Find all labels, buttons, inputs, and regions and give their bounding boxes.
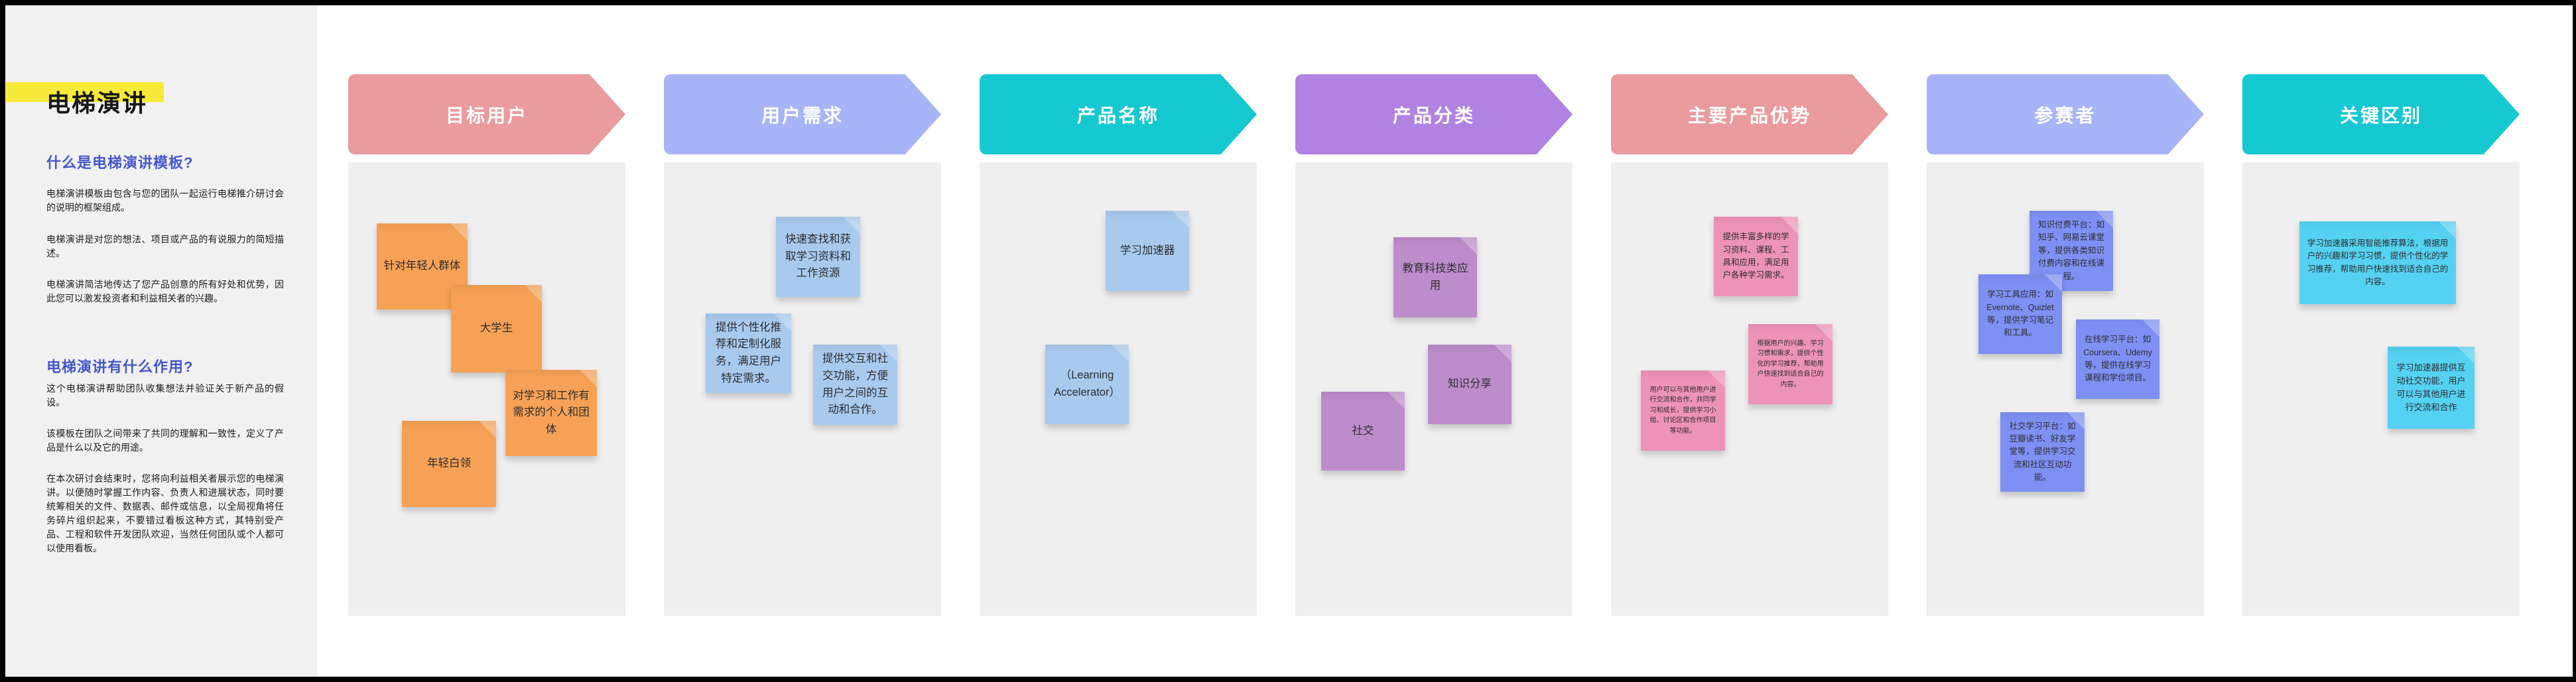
sticky-note-text: 提供交互和社交功能，方便用户之间的互动和合作。 bbox=[822, 353, 888, 416]
column-header-arrow[interactable]: 产品分类 bbox=[1295, 74, 1573, 154]
sticky-note[interactable]: 用户可以与其他用户进行交流和合作，共同学习和成长，提供学习小组、讨论区和合作项目… bbox=[1641, 370, 1725, 451]
column-6: 参赛者知识付费平台：如知乎、网易云课堂等，提供各类知识付费内容和在线课程。学习工… bbox=[1927, 74, 2204, 616]
column-header-arrow[interactable]: 主要产品优势 bbox=[1611, 74, 1888, 154]
sidebar-paragraph: 电梯演讲简洁地传达了您产品创意的所有好处和优势，因此您可以激发投资者和利益相关者… bbox=[46, 279, 284, 304]
sidebar-paragraph: 电梯演讲是对您的想法、项目或产品的有说服力的简短描述。 bbox=[46, 234, 284, 258]
sticky-note[interactable]: 在线学习平台：如 Coursera、Udemy 等，提供在线学习课程和学位项目。 bbox=[2076, 319, 2159, 399]
sticky-note[interactable]: 提供个性化推荐和定制化服务，满足用户特定需求。 bbox=[706, 313, 791, 393]
sticky-note-text: 学习加速器提供互动社交功能，用户可以与其他用户进行交流和合作 bbox=[2396, 362, 2466, 413]
sticky-note-text: 在线学习平台：如 Coursera、Udemy 等，提供在线学习课程和学位项目。 bbox=[2083, 335, 2152, 383]
column-header-label: 参赛者 bbox=[2034, 105, 2096, 126]
sticky-note-text: 知识付费平台：如知乎、网易云课堂等，提供各类知识付费内容和在线课程。 bbox=[2037, 220, 2104, 281]
column-header-arrow[interactable]: 目标用户 bbox=[348, 74, 625, 154]
sticky-note-text: 社交学习平台：如豆瓣读书、好友学堂等，提供学习交流和社区互动功能。 bbox=[2009, 421, 2076, 483]
column-header-arrow[interactable]: 参赛者 bbox=[1927, 74, 2204, 154]
sidebar-paragraph: 这个电梯演讲帮助团队收集想法并验证关于新产品的假设。 bbox=[46, 383, 284, 408]
title-highlight bbox=[6, 82, 164, 102]
sticky-note-text: 社交 bbox=[1352, 424, 1374, 437]
sticky-note[interactable]: 提供丰富多样的学习资料、课程、工具和应用，满足用户各种学习需求。 bbox=[1714, 217, 1798, 296]
sticky-note-text: 对学习和工作有需求的个人和团体 bbox=[513, 389, 590, 435]
column-header-arrow[interactable]: 关键区别 bbox=[2242, 74, 2520, 154]
column-1: 目标用户针对年轻人群体大学生对学习和工作有需求的个人和团体年轻白领 bbox=[348, 74, 625, 616]
sticky-note[interactable]: 学习工具应用：如 Evernote、Quizlet 等，提供学习笔记和工具。 bbox=[1978, 274, 2062, 354]
sticky-note[interactable]: 对学习和工作有需求的个人和团体 bbox=[505, 370, 597, 456]
column-header-label: 用户需求 bbox=[761, 105, 844, 126]
sticky-note[interactable]: 教育科技类应用 bbox=[1393, 237, 1477, 317]
sticky-note-text: 根据用户的兴趣、学习习惯和需求，提供个性化的学习推荐，帮助用户快速找到适合自己的… bbox=[1757, 339, 1824, 388]
sticky-note[interactable]: 学习加速器 bbox=[1106, 211, 1189, 291]
sticky-note-text: 针对年轻人群体 bbox=[383, 260, 461, 272]
sidebar: 电梯演讲 什么是电梯演讲模板? 电梯演讲模板由包含与您的团队一起运行电梯推介研讨… bbox=[5, 5, 317, 677]
sticky-note-text: 学习加速器 bbox=[1120, 244, 1175, 256]
column-header-label: 主要产品优势 bbox=[1687, 105, 1811, 126]
column-header-label: 产品分类 bbox=[1392, 105, 1475, 126]
column-3: 产品名称学习加速器 （Learning Accelerator） bbox=[980, 74, 1257, 616]
column-panel[interactable]: 提供丰富多样的学习资料、课程、工具和应用，满足用户各种学习需求。根据用户的兴趣、… bbox=[1611, 162, 1888, 616]
column-header-arrow[interactable]: 用户需求 bbox=[664, 74, 941, 154]
sidebar-paragraph: 该模板在团队之间带来了共同的理解和一致性，定义了产品是什么以及它的用途。 bbox=[46, 428, 284, 453]
column-7: 关键区别学习加速器采用智能推荐算法，根据用户的兴趣和学习习惯，提供个性化的学习推… bbox=[2242, 74, 2520, 616]
sidebar-heading-purpose: 电梯演讲有什么作用? bbox=[46, 359, 194, 376]
column-header-label: 关键区别 bbox=[2339, 105, 2422, 126]
sticky-note[interactable]: （Learning Accelerator） bbox=[1045, 345, 1129, 424]
sticky-note-text: 提供丰富多样的学习资料、课程、工具和应用，满足用户各种学习需求。 bbox=[1722, 232, 1789, 280]
sidebar-paragraph: 在本次研讨会结束时，您将向利益相关者展示您的电梯演讲。以便随时掌握工作内容、负责… bbox=[46, 473, 284, 553]
column-header-arrow[interactable]: 产品名称 bbox=[980, 74, 1257, 154]
column-header-label: 目标用户 bbox=[445, 105, 528, 126]
sticky-note-text: 学习工具应用：如 Evernote、Quizlet 等，提供学习笔记和工具。 bbox=[1986, 290, 2054, 338]
sidebar-heading-what-is: 什么是电梯演讲模板? bbox=[46, 154, 194, 172]
sticky-note-text: 学习加速器采用智能推荐算法，根据用户的兴趣和学习习惯，提供个性化的学习推荐，帮助… bbox=[2307, 238, 2449, 286]
sticky-note[interactable]: 根据用户的兴趣、学习习惯和需求，提供个性化的学习推荐，帮助用户快速找到适合自己的… bbox=[1748, 324, 1833, 404]
sticky-note[interactable]: 知识付费平台：如知乎、网易云课堂等，提供各类知识付费内容和在线课程。 bbox=[2029, 211, 2113, 291]
sticky-note[interactable]: 快速查找和获取学习资料和工作资源 bbox=[776, 217, 860, 297]
board: 目标用户针对年轻人群体大学生对学习和工作有需求的个人和团体年轻白领用户需求快速查… bbox=[5, 5, 2573, 677]
column-header-label: 产品名称 bbox=[1076, 105, 1159, 126]
sticky-note[interactable]: 知识分享 bbox=[1428, 345, 1512, 424]
sticky-note-text: 知识分享 bbox=[1448, 378, 1492, 390]
sticky-note-text: 提供个性化推荐和定制化服务，满足用户特定需求。 bbox=[716, 321, 781, 384]
sticky-note[interactable]: 大学生 bbox=[451, 285, 542, 372]
sticky-note[interactable]: 学习加速器提供互动社交功能，用户可以与其他用户进行交流和合作 bbox=[2388, 347, 2475, 429]
column-panel[interactable]: 教育科技类应用知识分享社交 bbox=[1295, 162, 1573, 616]
column-panel[interactable]: 知识付费平台：如知乎、网易云课堂等，提供各类知识付费内容和在线课程。学习工具应用… bbox=[1927, 162, 2204, 616]
column-panel[interactable]: 快速查找和获取学习资料和工作资源提供个性化推荐和定制化服务，满足用户特定需求。提… bbox=[664, 162, 941, 616]
sticky-note[interactable]: 社交学习平台：如豆瓣读书、好友学堂等，提供学习交流和社区互动功能。 bbox=[2000, 412, 2085, 492]
sticky-note[interactable]: 提供交互和社交功能，方便用户之间的互动和合作。 bbox=[813, 345, 897, 425]
column-panel[interactable]: 针对年轻人群体大学生对学习和工作有需求的个人和团体年轻白领 bbox=[348, 162, 625, 616]
sticky-note-text: 用户可以与其他用户进行交流和合作，共同学习和成长，提供学习小组、讨论区和合作项目… bbox=[1649, 386, 1716, 435]
sticky-note-text: 大学生 bbox=[480, 322, 513, 335]
sticky-note-text: 教育科技类应用 bbox=[1402, 262, 1468, 292]
sticky-note-text: 年轻白领 bbox=[427, 457, 471, 470]
column-5: 主要产品优势提供丰富多样的学习资料、课程、工具和应用，满足用户各种学习需求。根据… bbox=[1611, 74, 1888, 616]
column-2: 用户需求快速查找和获取学习资料和工作资源提供个性化推荐和定制化服务，满足用户特定… bbox=[664, 74, 941, 616]
sticky-note-text: 快速查找和获取学习资料和工作资源 bbox=[785, 233, 851, 280]
column-panel[interactable]: 学习加速器采用智能推荐算法，根据用户的兴趣和学习习惯，提供个性化的学习推荐，帮助… bbox=[2242, 162, 2520, 616]
sticky-note-text: （Learning Accelerator） bbox=[1054, 369, 1120, 398]
sticky-note[interactable]: 社交 bbox=[1321, 392, 1405, 471]
sticky-note[interactable]: 学习加速器采用智能推荐算法，根据用户的兴趣和学习习惯，提供个性化的学习推荐，帮助… bbox=[2299, 221, 2456, 304]
sidebar-paragraph: 电梯演讲模板由包含与您的团队一起运行电梯推介研讨会的说明的框架组成。 bbox=[46, 188, 284, 213]
column-4: 产品分类教育科技类应用知识分享社交 bbox=[1295, 74, 1573, 616]
column-panel[interactable]: 学习加速器 （Learning Accelerator） bbox=[980, 162, 1257, 616]
sticky-note[interactable]: 年轻白领 bbox=[402, 421, 496, 507]
page-title: 电梯演讲 bbox=[46, 89, 148, 117]
